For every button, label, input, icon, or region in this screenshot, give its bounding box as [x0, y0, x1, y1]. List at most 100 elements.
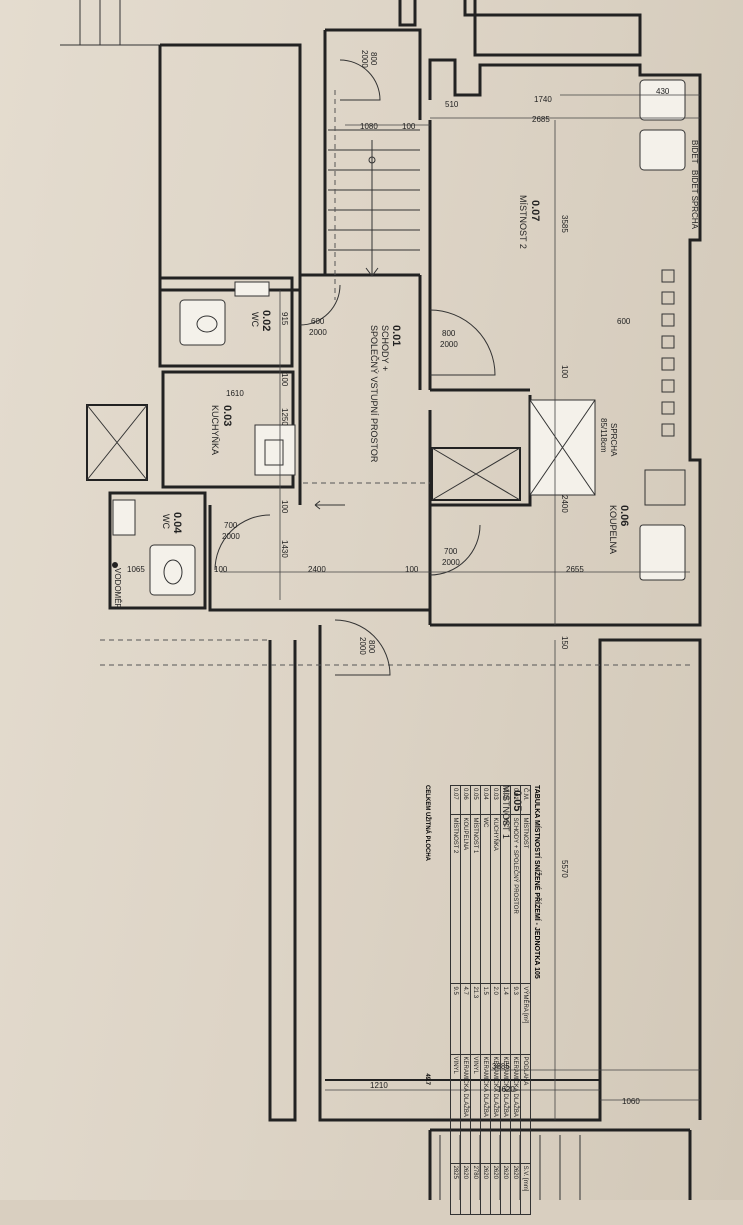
shower-label: SPRCHA [609, 423, 618, 457]
shaft-2-cross [431, 447, 521, 501]
door-5-h: 2000 [442, 558, 460, 567]
dashed-guide-2 [303, 90, 430, 484]
col-header: VÝMĚRA [m²] [520, 983, 531, 1055]
table-row: 0.06 KOUPELNA 4.7 KERAMICKÁ DLAŽBA 2620 [460, 785, 471, 1215]
sink-0-02 [234, 281, 270, 297]
floor-plan [60, 0, 702, 1200]
door-3-w: 800 [442, 329, 456, 338]
wc-0-02-walls [158, 276, 294, 368]
table-row: 0.07 MÍSTNOST 2 9.5 VINYL 2825 [450, 785, 461, 1215]
dim-5570: 5570 [560, 860, 569, 878]
table-header-row: Č.M. MÍSTNOST VÝMĚRA [m²] PODLAHA S.V. [… [520, 785, 531, 1215]
total-label: CELKEM UŽITNÁ PLOCHA [424, 785, 430, 861]
room-number-0-03: 0.03 [221, 405, 233, 427]
cell: 0.07 [450, 785, 461, 815]
dim-150: 150 [560, 636, 569, 650]
cell: 4.7 [460, 983, 471, 1055]
col-header: Č.M. [520, 785, 531, 815]
dim-430: 430 [656, 87, 670, 96]
door-2-w: 600 [311, 317, 325, 326]
bottom-stair-fragment [428, 1128, 692, 1200]
sink-0-04 [112, 499, 136, 536]
room-number-0-06: 0.06 [618, 505, 630, 527]
cell: KERAMICKÁ DLAŽBA [490, 1054, 501, 1164]
cell: MÍSTNOST 1 [470, 814, 481, 984]
cell: KERAMICKÁ DLAŽBA [500, 1054, 511, 1164]
room-schedule-table: Č.M. MÍSTNOST VÝMĚRA [m²] PODLAHA S.V. [… [450, 785, 531, 1215]
cell: WC [500, 814, 511, 984]
mistnost-1-walls [318, 625, 702, 1122]
sliding-arrow [299, 400, 345, 510]
door-2-width: 600 [617, 317, 631, 326]
bottom-stair-treads [439, 1135, 581, 1200]
dim-1250: 1250 [280, 408, 289, 426]
dim-lines-bottom [325, 1069, 700, 1101]
table-total: CELKEM UŽITNÁ PLOCHA 49.7 [424, 785, 430, 1085]
room-name-0-06: KOUPELNA [608, 505, 618, 555]
bidet-shower [639, 79, 686, 121]
toilet-0-02-bowl [196, 315, 218, 333]
cell: 2620 [500, 1163, 511, 1215]
top-structure-lines [60, 0, 300, 46]
cell: 21.3 [470, 983, 481, 1055]
door-swing-1 [339, 59, 381, 101]
cell: 1.5 [480, 983, 491, 1055]
dim-100-d: 100 [214, 565, 228, 574]
dim-915: 915 [280, 312, 289, 326]
tile-square [661, 269, 675, 283]
door-5-w: 700 [444, 547, 458, 556]
col-header: MÍSTNOST [520, 814, 531, 984]
cell: 2825 [450, 1163, 461, 1215]
wc-0-04-walls [108, 491, 207, 610]
shower-tray-cross [529, 399, 596, 496]
cell: 0.01 [510, 785, 521, 815]
tile-square [661, 401, 675, 415]
dim-1740: 1740 [534, 95, 552, 104]
total-value: 49.7 [424, 1073, 430, 1085]
tile-square [661, 335, 675, 349]
dim-3885: 3885 [492, 1062, 510, 1071]
bathroom-cabinet [644, 469, 686, 506]
dashed-guide [100, 639, 690, 666]
col-header: S.V. [mm] [520, 1163, 531, 1215]
door-1-height: 2000 [360, 50, 369, 68]
door-swing-3 [429, 309, 496, 376]
room-name-0-04: WC [161, 514, 171, 529]
cell: 2780 [470, 1163, 481, 1215]
door-6-width: 800 [367, 640, 376, 654]
toilet-0-04 [149, 544, 196, 596]
cell: 9.5 [450, 983, 461, 1055]
table-row: 0.03 KUCHYŇKA 2.0 KERAMICKÁ DLAŽBA 2620 [490, 785, 501, 1215]
table-row: 0.05 MÍSTNOST 1 21.3 VINYL 2780 [470, 785, 481, 1215]
stair-walls [323, 28, 422, 275]
cell: KOUPELNA [460, 814, 471, 984]
kitchen-sink-bowl [264, 439, 284, 466]
door-swing-6 [334, 619, 391, 676]
dim-510: 510 [445, 100, 459, 109]
dim-1060: 1060 [622, 1097, 640, 1106]
dim-100-e: 100 [405, 565, 419, 574]
shower-size-label: 85/118cm [599, 418, 608, 453]
dim-100: 100 [402, 122, 416, 131]
stair-arrow [365, 140, 379, 277]
dim-100-f: 100 [560, 365, 569, 379]
cell: WC [480, 814, 491, 984]
door-2-h: 2000 [309, 328, 327, 337]
cell: 1.4 [500, 983, 511, 1055]
table-row: 0.02 WC 1.4 KERAMICKÁ DLAŽBA 2620 [500, 785, 511, 1215]
left-wall-strip [268, 640, 297, 1122]
cell: SCHODY + SPOLEČNÝ PROSTOR [510, 814, 521, 984]
cell: MÍSTNOST 2 [450, 814, 461, 984]
room-name-0-02: WC [250, 312, 260, 327]
cell: 2620 [480, 1163, 491, 1215]
dim-1620: 1620 [497, 1085, 515, 1094]
room-schedule: TABULKA MÍSTNOSTÍ SNÍŽENÉ PŘÍZEMÍ - JEDN… [424, 785, 540, 1225]
cell: 0.06 [460, 785, 471, 815]
room-name-0-03: KUCHYŇKA [210, 405, 220, 456]
cell: 0.03 [490, 785, 501, 815]
top-wall-fragment [398, 0, 642, 57]
toilet-0-04-bowl [163, 559, 183, 585]
table-row: 0.04 WC 1.5 KERAMICKÁ DLAŽBA 2620 [480, 785, 491, 1215]
room-number-0-04: 0.04 [171, 512, 183, 534]
stair-treads [328, 129, 420, 251]
